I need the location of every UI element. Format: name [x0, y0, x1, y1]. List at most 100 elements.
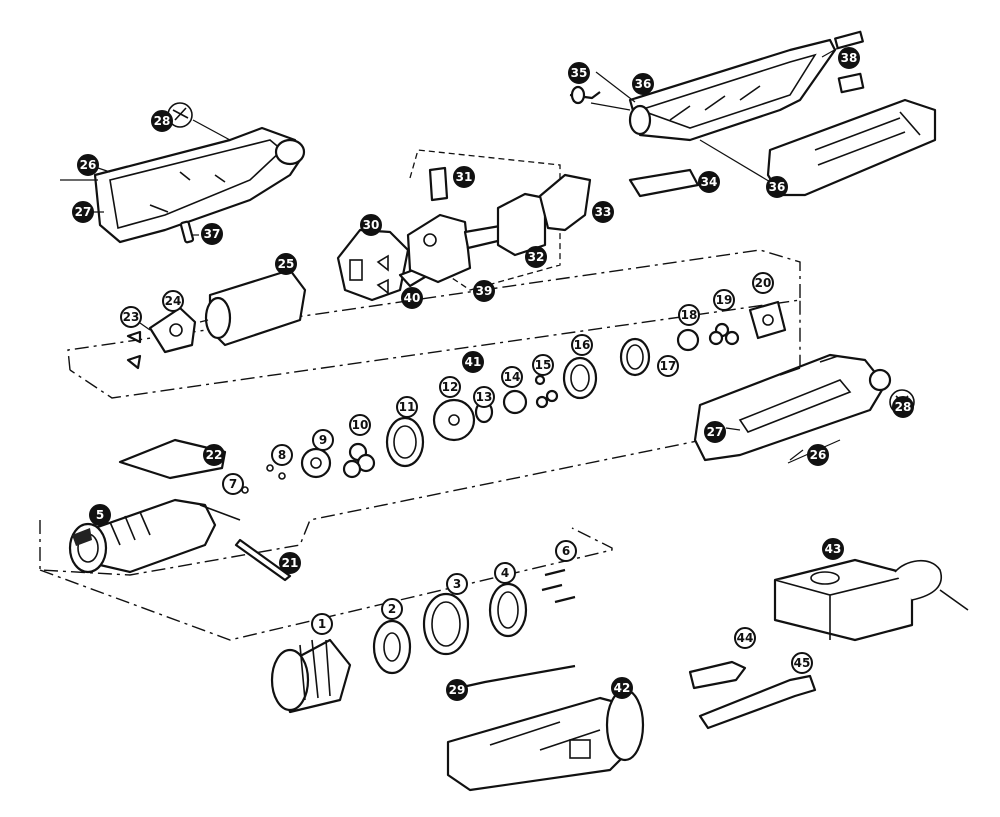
callout-32: 32: [525, 246, 547, 268]
left-housing-half: [93, 102, 306, 244]
callout-number: 30: [363, 218, 380, 232]
callout-28: 28: [892, 396, 914, 418]
callout-number: 41: [465, 355, 482, 369]
callout-ring: [349, 414, 371, 436]
callout-ring: [201, 223, 223, 245]
callout-ring: [279, 552, 301, 574]
callout-ring: [892, 396, 914, 418]
callout-number: 16: [574, 338, 591, 352]
callout-ring: [555, 540, 577, 562]
motor-assembly: [126, 268, 307, 370]
callout-number: 17: [660, 359, 677, 373]
callout-ring: [501, 366, 523, 388]
callout-number: 10: [352, 418, 369, 432]
callout-ring: [704, 421, 726, 443]
callout-ring: [752, 272, 774, 294]
callout-number: 31: [456, 170, 473, 184]
callout-ring: [222, 473, 244, 495]
callout-41: 41: [462, 351, 484, 373]
callout-11: 11: [396, 396, 418, 418]
callout-37: 37: [201, 223, 223, 245]
motor-assembly-boundary: [67, 249, 801, 399]
callout-ring: [360, 214, 382, 236]
callout-ring: [473, 280, 495, 302]
callout-number: 22: [206, 448, 223, 462]
part-34: [628, 168, 700, 198]
callout-number: 14: [504, 370, 521, 384]
callout-number: 26: [80, 158, 97, 172]
callout-ring: [532, 354, 554, 376]
callout-29: 29: [446, 679, 468, 701]
callout-number: 28: [154, 114, 171, 128]
callout-38: 38: [838, 47, 860, 69]
callout-20: 20: [752, 272, 774, 294]
callout-ring: [568, 62, 590, 84]
callout-31: 31: [453, 166, 475, 188]
callout-ring: [120, 306, 142, 328]
callout-5: 5: [89, 504, 111, 526]
callout-23: 23: [120, 306, 142, 328]
callout-7: 7: [222, 473, 244, 495]
callout-number: 27: [75, 205, 92, 219]
callout-ring: [678, 304, 700, 326]
callout-number: 19: [716, 293, 733, 307]
callout-ring: [462, 351, 484, 373]
callout-ring: [312, 429, 334, 451]
callout-number: 40: [404, 291, 421, 305]
callout-ring: [401, 287, 423, 309]
callout-number: 7: [229, 477, 237, 491]
charger-and-bits: [688, 558, 969, 730]
callout-ring: [446, 573, 468, 595]
callout-number: 38: [841, 51, 858, 65]
callout-ring: [807, 444, 829, 466]
callout-16: 16: [571, 334, 593, 356]
pin-37: [179, 220, 195, 244]
chuck-components: [270, 568, 576, 714]
callout-number: 34: [701, 175, 718, 189]
callout-ring: [203, 444, 225, 466]
callout-27: 27: [704, 421, 726, 443]
callout-ring: [151, 110, 173, 132]
callout-2: 2: [381, 598, 403, 620]
callout-number: 18: [681, 308, 698, 322]
callout-35: 35: [568, 62, 590, 84]
right-housing-half-top: [569, 30, 937, 198]
callout-number: 13: [476, 390, 493, 404]
battery-and-cord: [446, 664, 645, 792]
callout-ring: [311, 613, 333, 635]
callout-17: 17: [657, 355, 679, 377]
callout-ring: [592, 201, 614, 223]
right-housing-half-bottom: [693, 353, 915, 462]
callout-ring: [525, 246, 547, 268]
callout-number: 36: [635, 77, 652, 91]
callout-ring: [77, 154, 99, 176]
callout-19: 19: [713, 289, 735, 311]
callout-number: 33: [595, 205, 612, 219]
callout-14: 14: [501, 366, 523, 388]
callout-number: 44: [737, 631, 754, 645]
callout-8: 8: [271, 444, 293, 466]
callout-ring: [713, 289, 735, 311]
callout-36: 36: [632, 73, 654, 95]
callout-ring: [766, 176, 788, 198]
callout-number: 8: [278, 448, 286, 462]
callout-number: 26: [810, 448, 827, 462]
callout-number: 3: [453, 577, 461, 591]
callout-ring: [657, 355, 679, 377]
callout-43: 43: [822, 538, 844, 560]
callout-21: 21: [279, 552, 301, 574]
chuck-assembly-boundary: [39, 527, 613, 641]
callout-number: 36: [769, 180, 786, 194]
callout-ring: [396, 396, 418, 418]
callout-number: 27: [707, 425, 724, 439]
callout-number: 21: [282, 556, 299, 570]
callout-ring: [822, 538, 844, 560]
callout-number: 15: [535, 358, 552, 372]
callout-24: 24: [162, 290, 184, 312]
callout-26: 26: [807, 444, 829, 466]
callout-number: 11: [399, 400, 416, 414]
callout-10: 10: [349, 414, 371, 436]
callout-12: 12: [439, 376, 461, 398]
callout-ring: [734, 627, 756, 649]
